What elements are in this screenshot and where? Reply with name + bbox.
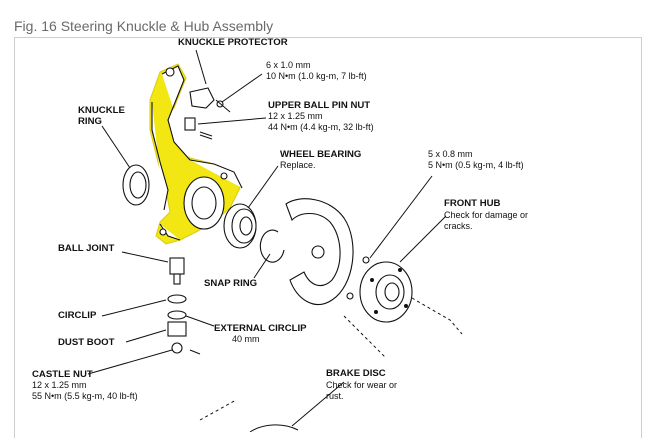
knuckle-protector (189, 87, 231, 113)
leader-lines (87, 49, 463, 427)
label-circlip: CIRCLIP (58, 310, 97, 321)
label-hub-screw-torque: 5 N•m (0.5 kg-m, 4 lb-ft) (428, 160, 524, 170)
label-wheel-bearing: WHEEL BEARING (280, 149, 361, 160)
label-upper-nut-torque: 44 N•m (4.4 kg-m, 32 lb-ft) (268, 122, 374, 132)
label-front-hub: FRONT HUB (444, 198, 501, 209)
label-external-circlip: EXTERNAL CIRCLIP (214, 323, 307, 334)
front-hub (359, 261, 413, 323)
figure-title: Fig. 16 Steering Knuckle & Hub Assembly (14, 18, 274, 34)
label-protector-bolt-torque: 10 N•m (1.0 kg-m, 7 lb-ft) (266, 71, 367, 81)
label-wheel-bearing-note: Replace. (280, 160, 316, 170)
label-brake-disc: BRAKE DISC (326, 368, 386, 379)
brake-disc (249, 424, 299, 432)
label-front-hub-note-1: Check for damage or (444, 210, 528, 220)
label-knuckle-protector: KNUCKLE PROTECTOR (178, 37, 288, 48)
label-knuckle-ring-line2: RING (78, 116, 102, 127)
label-hub-screw-size: 5 x 0.8 mm (428, 149, 473, 159)
label-ball-joint: BALL JOINT (58, 243, 114, 254)
knuckle-ring (122, 164, 150, 206)
label-castle-nut-size: 12 x 1.25 mm (32, 380, 87, 390)
label-upper-nut-size: 12 x 1.25 mm (268, 111, 323, 121)
label-castle-nut-torque: 55 N•m (5.5 kg-m, 40 lb-ft) (32, 391, 138, 401)
snap-ring (259, 229, 285, 263)
steering-knuckle (151, 65, 243, 241)
label-brake-disc-note-1: Check for wear or (326, 380, 397, 390)
diagram-frame (14, 37, 642, 438)
label-protector-bolt-size: 6 x 1.0 mm (266, 60, 311, 70)
label-front-hub-note-2: cracks. (444, 221, 473, 231)
label-brake-disc-note-2: rust. (326, 391, 344, 401)
splash-shield (285, 198, 354, 306)
upper-ball-pin-nut (184, 117, 213, 140)
wheel-bearing (223, 203, 257, 249)
hub-screws (346, 256, 370, 300)
label-upper-ball-pin-nut: UPPER BALL PIN NUT (268, 100, 370, 111)
label-snap-ring: SNAP RING (204, 278, 257, 289)
ball-joint-stack (167, 257, 201, 355)
label-knuckle-ring-line1: KNUCKLE (78, 105, 126, 116)
label-external-circlip-size: 40 mm (232, 334, 260, 344)
label-castle-nut: CASTLE NUT (32, 369, 93, 380)
label-dust-boot: DUST BOOT (58, 337, 115, 348)
